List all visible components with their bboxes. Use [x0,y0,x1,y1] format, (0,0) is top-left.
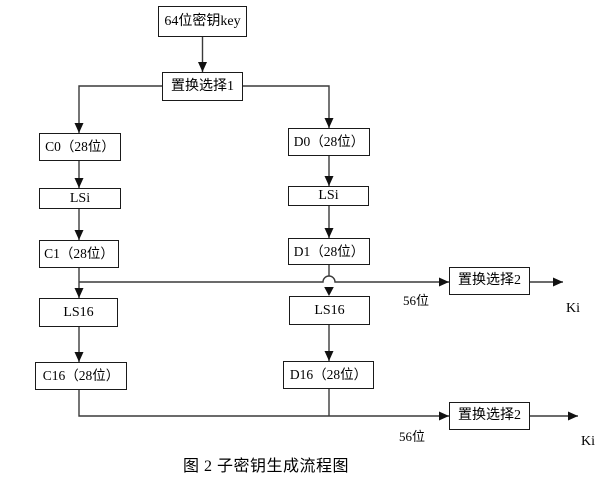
figure-caption: 图 2 子密钥生成流程图 [183,458,350,475]
node-d1: D1（28位） [288,238,370,265]
node-d0: D0（28位） [288,128,370,156]
node-lsi-right: LSi [288,186,369,206]
edge-pc1-to-c0 [74,85,162,133]
node-c16: C16（28位） [35,362,127,390]
node-ls16-left: LS16 [39,298,118,327]
node-c0: C0（28位） [39,133,121,161]
node-permutation-choice-2-lower: 置换选择2 [449,402,530,430]
edge-pc1-to-d0 [243,85,334,128]
node-permutation-choice-2-upper: 置换选择2 [449,267,530,295]
edge-56bit-to-pc2-lower [78,390,449,421]
label-56bit-upper: 56位 [403,293,430,308]
label-56bit-lower: 56位 [399,429,426,444]
node-d16: D16（28位） [283,361,374,389]
node-c1: C1（28位） [39,240,119,268]
node-64bit-key: 64位密钥key [158,6,247,37]
node-permutation-choice-1: 置换选择1 [162,72,243,101]
node-lsi-left: LSi [39,188,121,209]
label-ki-upper: Ki [566,301,580,316]
edge-56bit-to-pc2-upper [79,275,449,287]
edge-d1-to-ls16-arrowhead [324,287,334,296]
label-ki-lower: Ki [581,434,595,449]
node-ls16-right: LS16 [289,296,370,325]
